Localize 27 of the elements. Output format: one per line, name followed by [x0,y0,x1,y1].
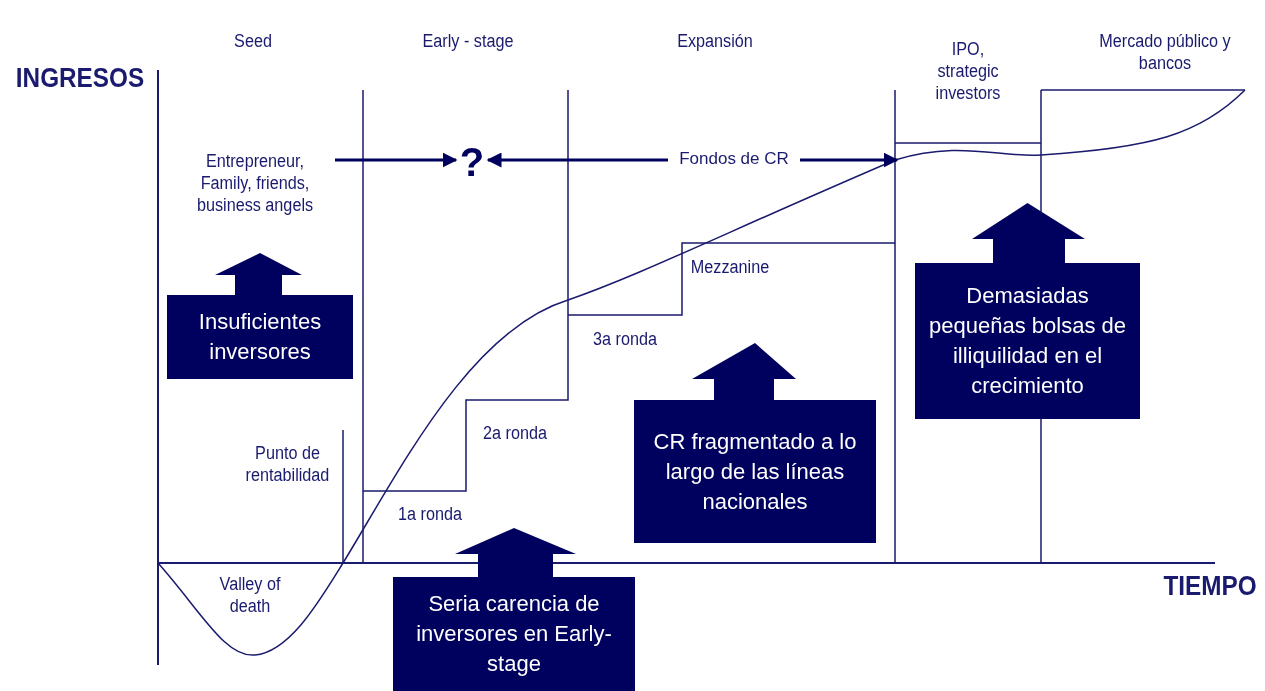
stage-heading: Expansión [676,30,754,52]
annotation-label: Punto de rentabilidad [244,442,331,486]
step-label: 2a ronda [482,422,548,444]
callout-text: Seria carencia de inversores en Early-stage [415,590,613,678]
callout-text: CR fragmentado a lo largo de las líneas nacionales [652,427,858,516]
callout-text: Insuficientes inversores [197,308,323,366]
arrow [486,152,668,168]
step-label: 3a ronda [592,328,658,350]
arrow [800,152,899,168]
funding-label: Fondos de CR [668,148,800,174]
axis-title: TIEMPO [1162,570,1258,602]
up-arrow-callout [634,343,876,543]
investor-label: Entrepreneur, Family, friends, business angels [183,150,327,226]
stage-heading: Seed [233,30,273,52]
stage-heading: IPO, strategic investors [934,38,1002,104]
up-arrow-callout [915,203,1140,419]
arrow [335,152,458,168]
annotation-label: Valley of death [218,573,282,617]
axis-title: INGRESOS [14,62,146,94]
step-label: 1a ronda [397,503,463,525]
up-arrow-callout [167,253,353,379]
stage-heading: Early - stage [421,30,515,52]
stage-heading: Mercado público y bancos [1098,30,1232,74]
question-mark: ? [456,140,488,184]
up-arrow-callout [393,528,635,691]
step-label: Mezzanine [689,256,771,278]
callout-text: Demasiadas pequeñas bolsas de illiquilidad en el crecimiento [928,282,1127,400]
